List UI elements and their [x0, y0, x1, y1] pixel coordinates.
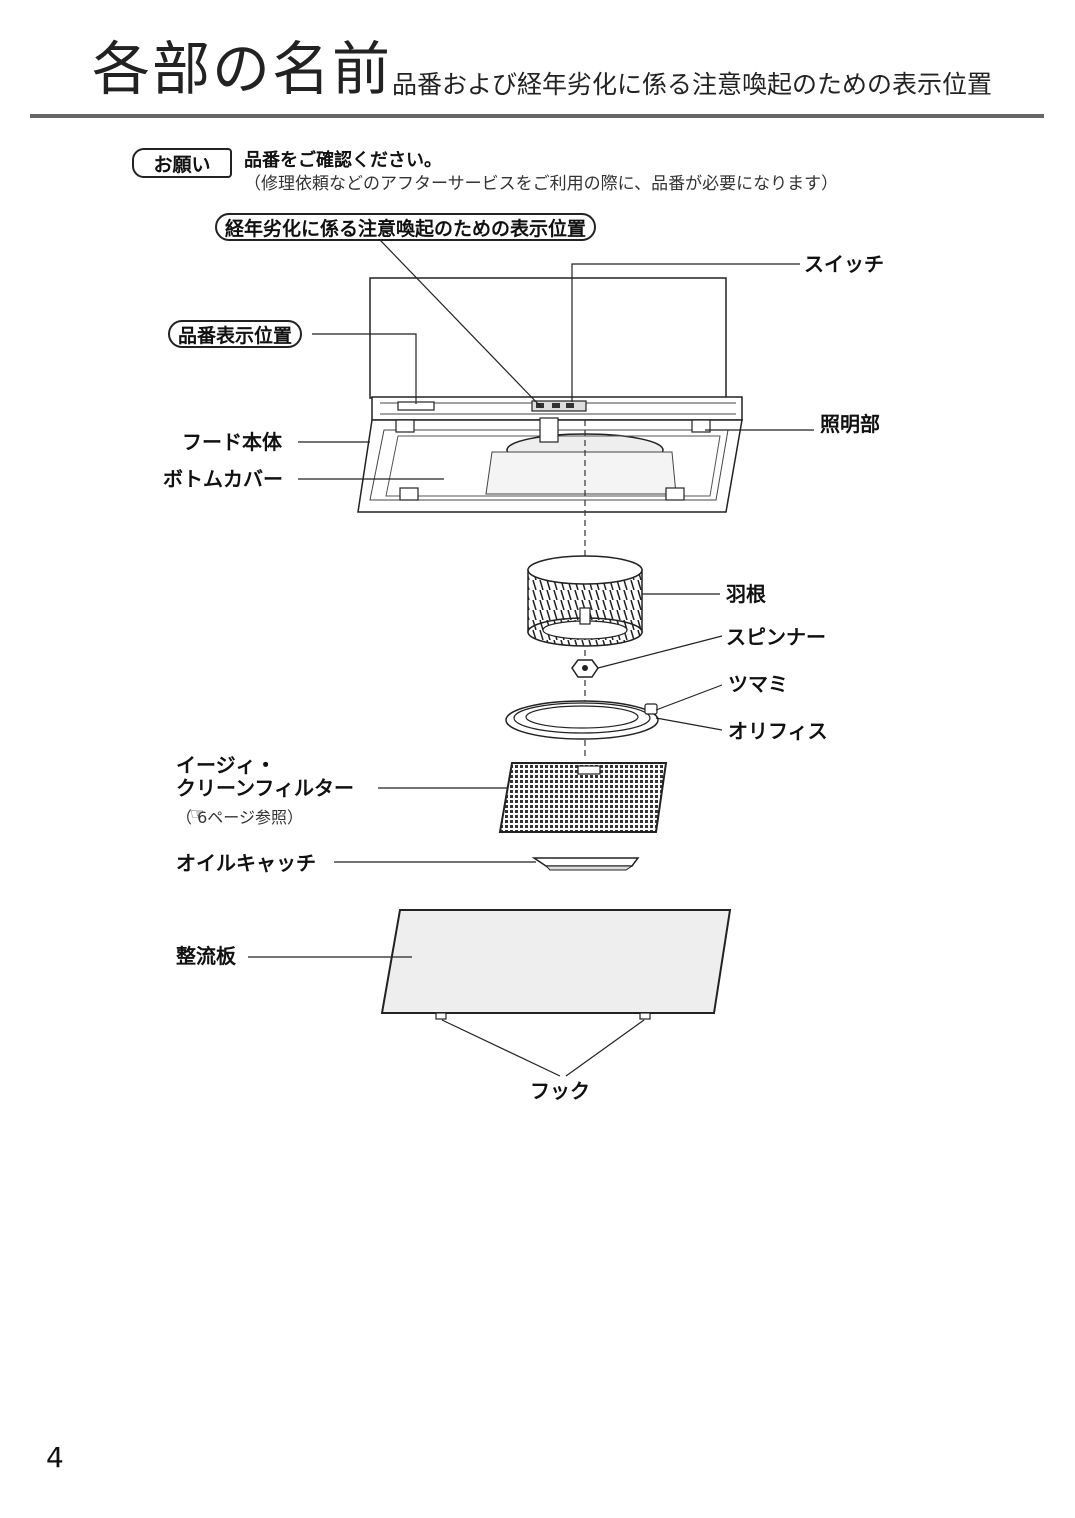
filter-drawing	[498, 762, 668, 833]
impeller-drawing	[527, 555, 643, 647]
label-lighting: 照明部	[820, 412, 880, 436]
model-position-callout: 品番表示位置	[168, 320, 303, 348]
page-title: 各部の名前	[92, 35, 393, 103]
label-rectifier-plate: 整流板	[176, 944, 236, 968]
label-hook: フック	[530, 1079, 590, 1103]
label-orifice: オリフィス	[728, 719, 828, 743]
label-filter-line-1: イージィ・	[176, 753, 276, 777]
rectifier-plate-drawing	[380, 909, 732, 1020]
label-filter-line-2: クリーンフィルター	[176, 776, 354, 800]
label-bottom-cover: ボトムカバー	[163, 467, 283, 491]
request-line-1: 品番をご確認ください。	[244, 150, 442, 171]
request-badge: お願い	[132, 148, 232, 178]
page-subtitle: 品番および経年劣化に係る注意喚起のための表示位置	[392, 70, 993, 99]
orifice-drawing	[505, 700, 659, 740]
caution-position-callout: 経年劣化に係る注意喚起のための表示位置	[215, 213, 597, 241]
label-knob: ツマミ	[728, 672, 788, 696]
label-impeller: 羽根	[726, 582, 766, 606]
leader-lines	[248, 239, 814, 1077]
label-switch: スイッチ	[804, 252, 884, 276]
hand-pointer-icon: ☞	[190, 804, 205, 823]
spinner-drawing	[571, 659, 599, 678]
hood-body	[357, 277, 743, 513]
oil-catch-drawing	[531, 857, 640, 871]
label-spinner: スピンナー	[726, 625, 826, 649]
label-hood-body: フード本体	[182, 430, 282, 454]
page-number: 4	[46, 1441, 64, 1474]
filter-page-reference: ☞ （ 6ページ参照）	[176, 804, 303, 827]
header-rule	[30, 114, 1044, 118]
label-oil-catch: オイルキャッチ	[176, 851, 316, 875]
request-line-2: （修理依頼などのアフターサービスをご利用の際に、品番が必要になります）	[244, 174, 839, 194]
